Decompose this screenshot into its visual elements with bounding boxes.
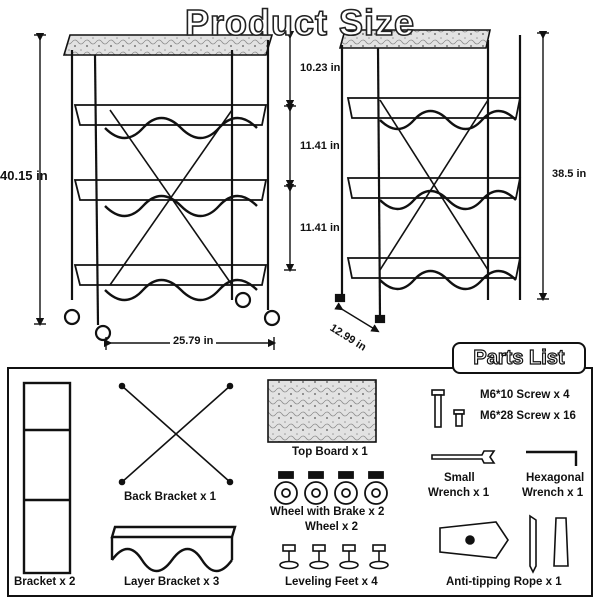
wheels-illustration — [274, 471, 388, 505]
top-gap-label: 10.23 in — [300, 62, 341, 74]
mid-gap-2-label: 11.41 in — [300, 222, 340, 234]
front-dimension-lines — [34, 30, 296, 350]
side-shelf-illustration — [334, 29, 522, 324]
top-board-illustration — [267, 379, 377, 443]
small-wrench-label-2: Wrench x 1 — [428, 487, 490, 499]
bracket-label: Bracket x 2 — [14, 576, 76, 588]
hex-wrench-label-2: Wrench x 1 — [522, 487, 584, 499]
screws-illustration — [431, 389, 465, 428]
bracket-illustration — [22, 381, 72, 575]
back-bracket-illustration — [118, 382, 234, 486]
top-board-label: Top Board x 1 — [292, 446, 368, 458]
small-wrench-label-1: Small — [444, 472, 475, 484]
back-bracket-label: Back Bracket x 1 — [124, 491, 217, 503]
layer-bracket-label: Layer Bracket x 3 — [124, 576, 220, 588]
anti-tipping-illustration — [439, 514, 569, 574]
parts-list-title: Parts List — [452, 342, 586, 374]
small-wrench-illustration — [431, 450, 496, 464]
screw-m6-10-label: M6*10 Screw x 4 — [480, 389, 570, 401]
wheel-brake-label: Wheel with Brake x 2 — [270, 506, 385, 518]
layer-bracket-illustration — [110, 525, 237, 573]
side-height-label: 38.5 in — [552, 168, 587, 180]
hex-wrench-illustration — [526, 450, 578, 466]
hex-wrench-label-1: Hexagonal — [526, 472, 585, 484]
side-dimension-lines — [334, 30, 549, 333]
front-shelf-illustration — [62, 34, 281, 342]
screw-m6-28-label: M6*28 Screw x 16 — [480, 410, 576, 422]
leveling-feet-illustration — [279, 544, 389, 570]
leveling-feet-label: Leveling Feet x 4 — [285, 576, 378, 588]
anti-tipping-label: Anti-tipping Rope x 1 — [446, 576, 562, 588]
total-height-label: 40.15 in — [0, 168, 48, 183]
width-label: 25.79 in — [170, 335, 217, 347]
wheel-label: Wheel x 2 — [305, 521, 359, 533]
mid-gap-1-label: 11.41 in — [300, 140, 340, 152]
page-title: Product Size — [184, 1, 416, 44]
